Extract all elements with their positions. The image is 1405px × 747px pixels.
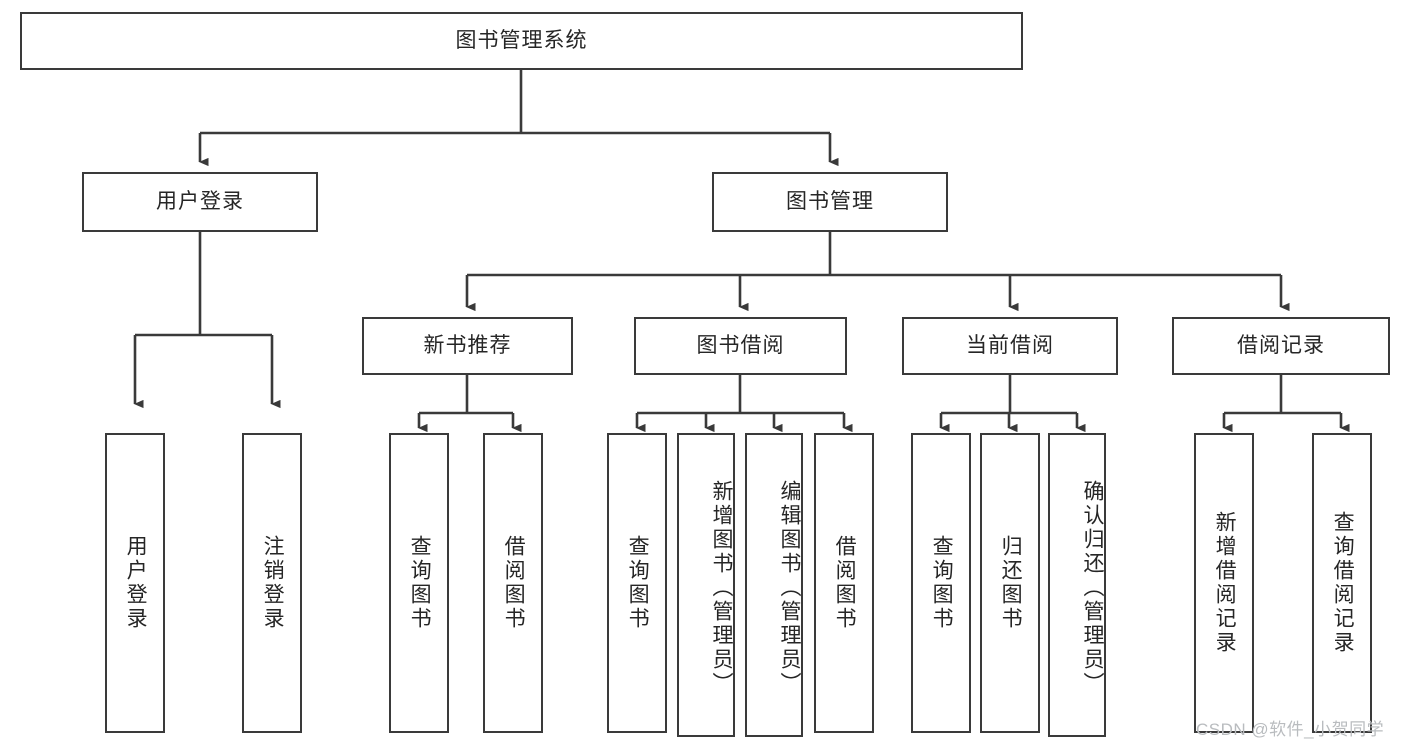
node-label: 用户登录 [124,535,148,631]
leaf-add-book-admin[interactable]: 新增图书（管理员） [677,433,735,737]
node-label: 编辑图书（管理员） [778,480,801,696]
leaf-confirm-return-admin[interactable]: 确认归还（管理员） [1048,433,1106,737]
node-book-management[interactable]: 图书管理 [712,172,948,232]
node-label: 新增图书（管理员） [710,480,733,696]
node-label: 新增借阅记录 [1213,511,1237,655]
node-label: 归还图书 [999,535,1023,631]
leaf-borrow-book[interactable]: 借阅图书 [814,433,874,733]
node-label: 用户登录 [156,189,244,213]
leaf-query-book-borrow[interactable]: 查询图书 [607,433,667,733]
node-user-login[interactable]: 用户登录 [82,172,318,232]
node-label: 当前借阅 [966,333,1054,357]
node-current-borrow[interactable]: 当前借阅 [902,317,1118,375]
node-label: 查询图书 [408,535,432,631]
leaf-return-book[interactable]: 归还图书 [980,433,1040,733]
node-label: 图书借阅 [696,333,785,357]
node-new-book-recommend[interactable]: 新书推荐 [362,317,573,375]
node-label: 借阅记录 [1237,333,1325,357]
leaf-query-book-current[interactable]: 查询图书 [911,433,971,733]
leaf-query-borrow-record[interactable]: 查询借阅记录 [1312,433,1372,733]
csdn-watermark: CSDN @软件_小贺同学 [1196,720,1385,739]
node-root-book-management-system[interactable]: 图书管理系统 [20,12,1023,70]
node-label: 借阅图书 [833,535,857,631]
leaf-user-login[interactable]: 用户登录 [105,433,165,733]
node-label: 查询借阅记录 [1331,511,1355,655]
node-label: 注销登录 [261,535,285,631]
leaf-borrow-book-recommend[interactable]: 借阅图书 [483,433,543,733]
node-label: 图书管理 [786,189,874,213]
leaf-logout-login[interactable]: 注销登录 [242,433,302,733]
node-book-borrow[interactable]: 图书借阅 [634,317,847,375]
node-label: 借阅图书 [502,535,526,631]
leaf-query-book-recommend[interactable]: 查询图书 [389,433,449,733]
node-borrow-record[interactable]: 借阅记录 [1172,317,1390,375]
node-label: 图书管理系统 [455,28,588,52]
leaf-add-borrow-record[interactable]: 新增借阅记录 [1194,433,1254,733]
node-label: 新书推荐 [423,333,512,357]
node-label: 查询图书 [930,535,954,631]
node-label: 查询图书 [626,535,650,631]
leaf-edit-book-admin[interactable]: 编辑图书（管理员） [745,433,803,737]
node-label: 确认归还（管理员） [1081,480,1104,696]
